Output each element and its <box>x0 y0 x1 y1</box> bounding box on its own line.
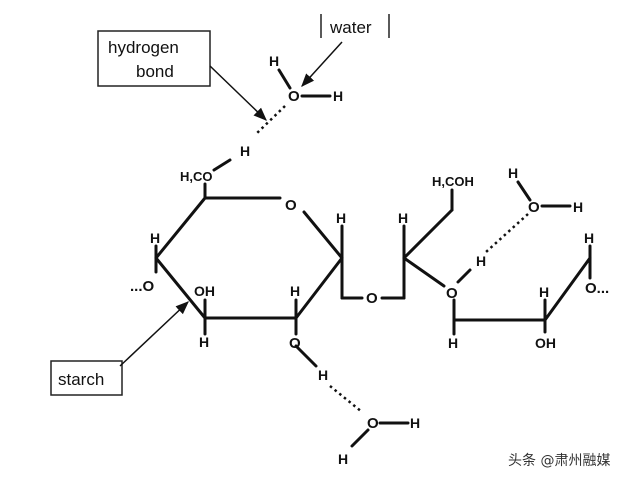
water-label-text: water <box>329 18 372 37</box>
left-glucose-ring <box>154 182 344 336</box>
starch-label: starch <box>50 360 123 396</box>
oxygen-chain-left: ...O <box>130 278 155 295</box>
ring-oxygen-left: O <box>285 197 297 214</box>
water-bottom-hydrogen-2: H <box>338 451 348 467</box>
water-label: water <box>320 14 390 38</box>
hydrogen-c3-lower-left: H <box>199 334 209 350</box>
ch2oh-group: H,COH <box>432 174 474 189</box>
water-right-hydrogen-2: H <box>573 199 583 215</box>
water-top-oxygen: O <box>288 88 300 105</box>
hydrogen-c3-upper-right: H <box>539 284 549 300</box>
hydrogen-c1-right: H <box>398 210 408 226</box>
water-molecule-bottom <box>350 421 410 448</box>
ch2o-group: H,CO <box>180 169 213 184</box>
hydrogen-bond-label: hydrogen bond <box>97 30 211 87</box>
hydroxyl-c3-left: OH <box>194 283 215 299</box>
hydrogen-bond-label-line2: bond <box>136 62 174 81</box>
water-right-oxygen: O <box>528 199 540 216</box>
water-bottom-oxygen: O <box>367 415 379 432</box>
hydrogen-oh-c2-left: H <box>318 367 328 383</box>
hydroxyl-c3-right: OH <box>535 335 556 351</box>
hydrogen-bond-label-line1: hydrogen <box>108 38 179 57</box>
hydrogen-bond-right <box>485 213 529 253</box>
water-right-hydrogen-1: H <box>508 165 518 181</box>
hydrogen-c4-left: H <box>150 230 160 246</box>
hydrogen-bond-bottom <box>329 385 363 413</box>
hydrogen-bond-arrow <box>209 65 267 121</box>
hydrogen-bonded-top: H <box>240 143 250 159</box>
starch-label-text: starch <box>58 370 104 389</box>
hydrogen-c1-far-right: H <box>584 230 594 246</box>
ring-oxygen-right: O <box>446 285 458 302</box>
water-arrow <box>301 41 343 87</box>
hydrogen-oh-right: H <box>476 253 486 269</box>
water-top-hydrogen-2: H <box>333 88 343 104</box>
hydrogen-bond-top <box>255 105 286 135</box>
hydrogen-bonds <box>212 105 529 413</box>
hydrogen-c2-upper-left: H <box>290 283 300 299</box>
water-bottom-hydrogen-1: H <box>410 415 420 431</box>
hydrogen-c5-left: H <box>336 210 346 226</box>
starch-arrow <box>119 301 189 367</box>
water-molecule-top <box>277 68 332 98</box>
hydrogen-c4-right: H <box>448 335 458 351</box>
water-molecule-right <box>516 180 572 208</box>
water-top-hydrogen-1: H <box>269 53 279 69</box>
oxygen-c2-left: O <box>289 335 301 352</box>
glycosidic-oxygen: O <box>366 290 378 307</box>
watermark: 头条 @肃州融媒 <box>508 452 610 469</box>
oxygen-chain-right: O... <box>585 280 609 297</box>
glycosidic-bond <box>340 256 406 300</box>
right-glucose-ring <box>402 188 592 336</box>
